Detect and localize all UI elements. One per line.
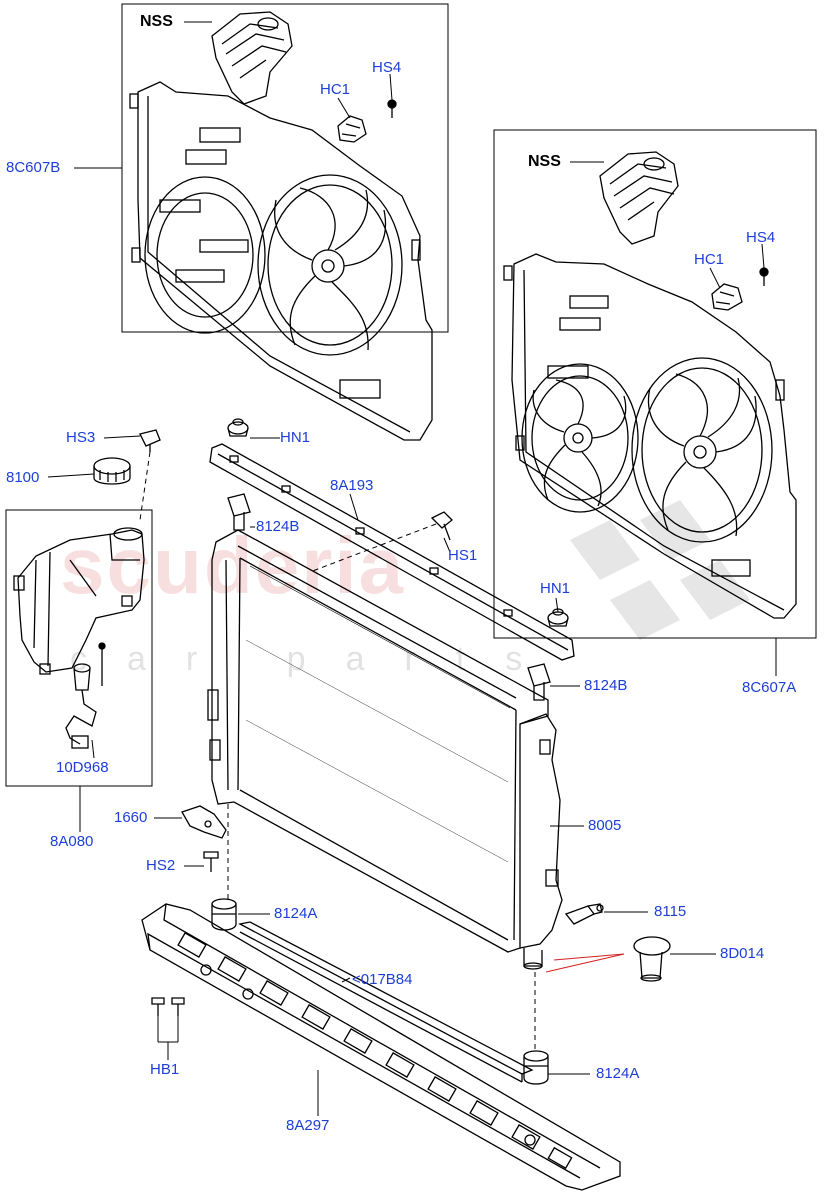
fan-right-group-box xyxy=(493,129,817,639)
level-sensor xyxy=(65,642,106,749)
fan-shroud-left xyxy=(129,81,433,441)
label-sensor: 10D968 xyxy=(56,759,109,776)
foam-strip xyxy=(238,921,534,1083)
nut-hn1-top xyxy=(227,418,249,437)
fan-left-group-box xyxy=(121,3,449,333)
screw-hs4-right xyxy=(759,267,769,286)
upper-bar xyxy=(209,443,575,661)
label-strip: <017B84 xyxy=(352,971,413,988)
clip-hc1-right xyxy=(711,283,743,311)
label-hn1-top: HN1 xyxy=(280,429,311,446)
screw-hs4-top xyxy=(387,99,397,118)
label-fan-left: 8C607B xyxy=(6,159,61,176)
label-mount-left: 8124A xyxy=(274,905,318,922)
leader-red-2 xyxy=(553,953,625,961)
bracket-1660 xyxy=(181,805,227,839)
leader-red-1 xyxy=(545,953,625,973)
reservoir-cap xyxy=(93,457,131,485)
label-seal-right: 8124B xyxy=(584,677,628,694)
clip-hc1-top xyxy=(337,115,367,143)
watermark-checker xyxy=(570,500,750,640)
mount-8124a-bottom xyxy=(523,1050,549,1085)
label-hs1: HS1 xyxy=(448,547,478,564)
label-nss-right: NSS xyxy=(528,153,561,170)
label-cap: 8100 xyxy=(6,469,40,486)
label-nss-top: NSS xyxy=(140,13,173,30)
watermark-brand: scuderia xyxy=(60,521,406,610)
seal-8124b-top xyxy=(227,493,251,531)
fan-shroud-right xyxy=(503,253,797,619)
label-hs3: HS3 xyxy=(66,429,96,446)
leader-dash-hs3 xyxy=(139,451,151,521)
nss-module-top xyxy=(211,11,293,105)
label-drain: 8D014 xyxy=(720,945,765,962)
label-hn1-right: HN1 xyxy=(540,580,571,597)
label-lower-bar: 8A297 xyxy=(286,1117,330,1134)
reservoir-group-box xyxy=(5,509,153,787)
bolt-hs2 xyxy=(203,851,219,872)
nss-module-right xyxy=(599,151,679,245)
label-bracket: 1660 xyxy=(114,809,148,826)
label-bar-top: 8A193 xyxy=(330,477,374,494)
label-hs4-top: HS4 xyxy=(372,59,402,76)
drain-plug xyxy=(633,936,671,982)
label-hc1-right: HC1 xyxy=(694,251,725,268)
temp-switch xyxy=(564,903,604,925)
seal-8124b-right xyxy=(527,663,551,701)
label-seal-top: 8124B xyxy=(256,518,300,535)
label-hs2: HS2 xyxy=(146,857,176,874)
bolt-hs1 xyxy=(430,511,453,541)
bolts-hb1 xyxy=(151,997,185,1016)
leader-dash-hs1 xyxy=(309,523,437,573)
bolt-hs3 xyxy=(139,429,161,452)
lower-bar xyxy=(141,903,621,1191)
label-radiator: 8005 xyxy=(588,817,622,834)
label-hb1: HB1 xyxy=(150,1061,180,1078)
radiator xyxy=(207,529,563,970)
label-mount-bottom: 8124A xyxy=(596,1065,640,1082)
label-reservoir: 8A080 xyxy=(50,833,94,850)
label-switch: 8115 xyxy=(654,903,687,920)
label-fan-right: 8C607A xyxy=(742,679,797,696)
label-hs4-right: HS4 xyxy=(746,229,776,246)
label-hc1-top: HC1 xyxy=(320,81,351,98)
coolant-reservoir xyxy=(13,527,145,675)
leader-lines xyxy=(47,21,777,1116)
